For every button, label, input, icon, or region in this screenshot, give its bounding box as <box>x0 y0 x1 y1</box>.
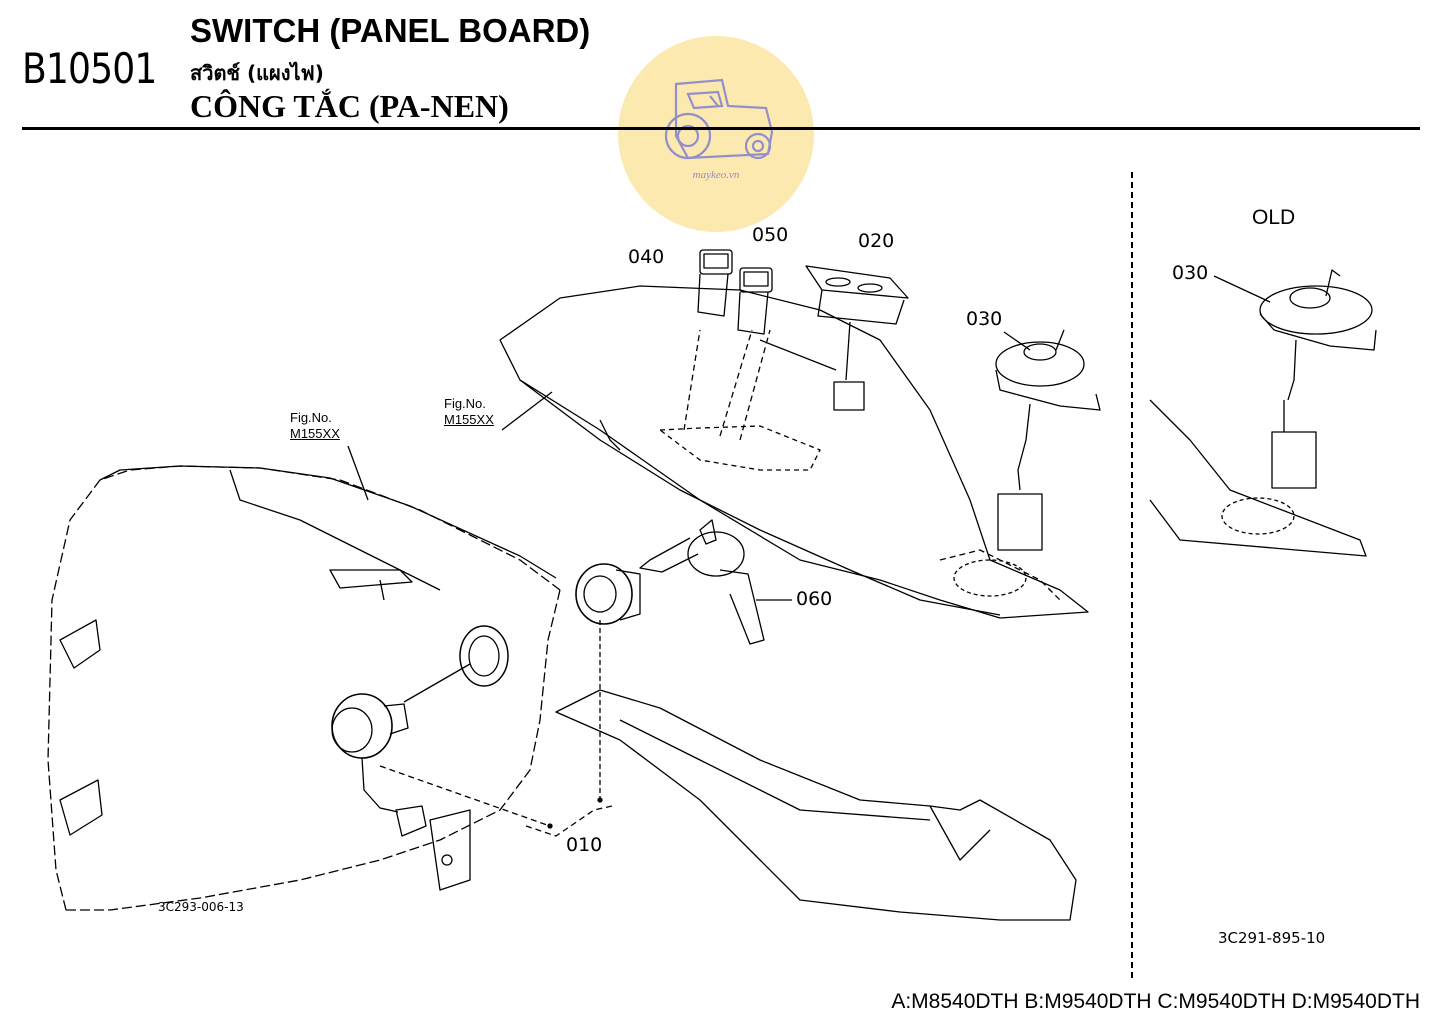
part-label-060: 060 <box>796 588 833 610</box>
watermark-text: maykeo.vn <box>693 169 740 181</box>
applicable-models: A:M8540DTH B:M9540DTH C:M9540DTH D:M9540… <box>891 990 1420 1013</box>
part-label-020: 020 <box>858 230 895 252</box>
fig-ref-left: Fig.No. M155XX <box>290 410 340 442</box>
dash-cover-outline <box>47 465 561 911</box>
image-code-old: 3C291-895-10 <box>1218 929 1326 947</box>
part-label-050: 050 <box>752 224 789 246</box>
old-section-divider <box>1131 172 1133 978</box>
old-section-label: OLD <box>1252 206 1296 229</box>
part-label-030: 030 <box>966 308 1003 330</box>
title-thai: สวิตช์ (แผงไฟ) <box>190 61 324 85</box>
diagram-code: B10501 <box>22 44 157 93</box>
part-label-030-old: 030 <box>1172 262 1209 284</box>
title-english: SWITCH (PANEL BOARD) <box>190 12 591 49</box>
title-vietnamese: CÔNG TẮC (PA-NEN) <box>190 88 509 124</box>
tractor-icon: maykeo.vn <box>664 78 774 181</box>
part-label-010: 010 <box>566 834 603 856</box>
fig-ref-label: Fig.No. <box>290 410 332 425</box>
part-label-040: 040 <box>628 246 665 268</box>
fig-ref-number: M155XX <box>290 426 340 441</box>
header-rule <box>22 127 1420 130</box>
fig-ref-label: Fig.No. <box>444 396 486 411</box>
fig-ref-number: M155XX <box>444 412 494 427</box>
fig-ref-upper: Fig.No. M155XX <box>444 396 494 428</box>
watermark-logo: maykeo.vn <box>618 36 814 232</box>
image-code-main: 3C293-006-13 <box>158 900 244 914</box>
